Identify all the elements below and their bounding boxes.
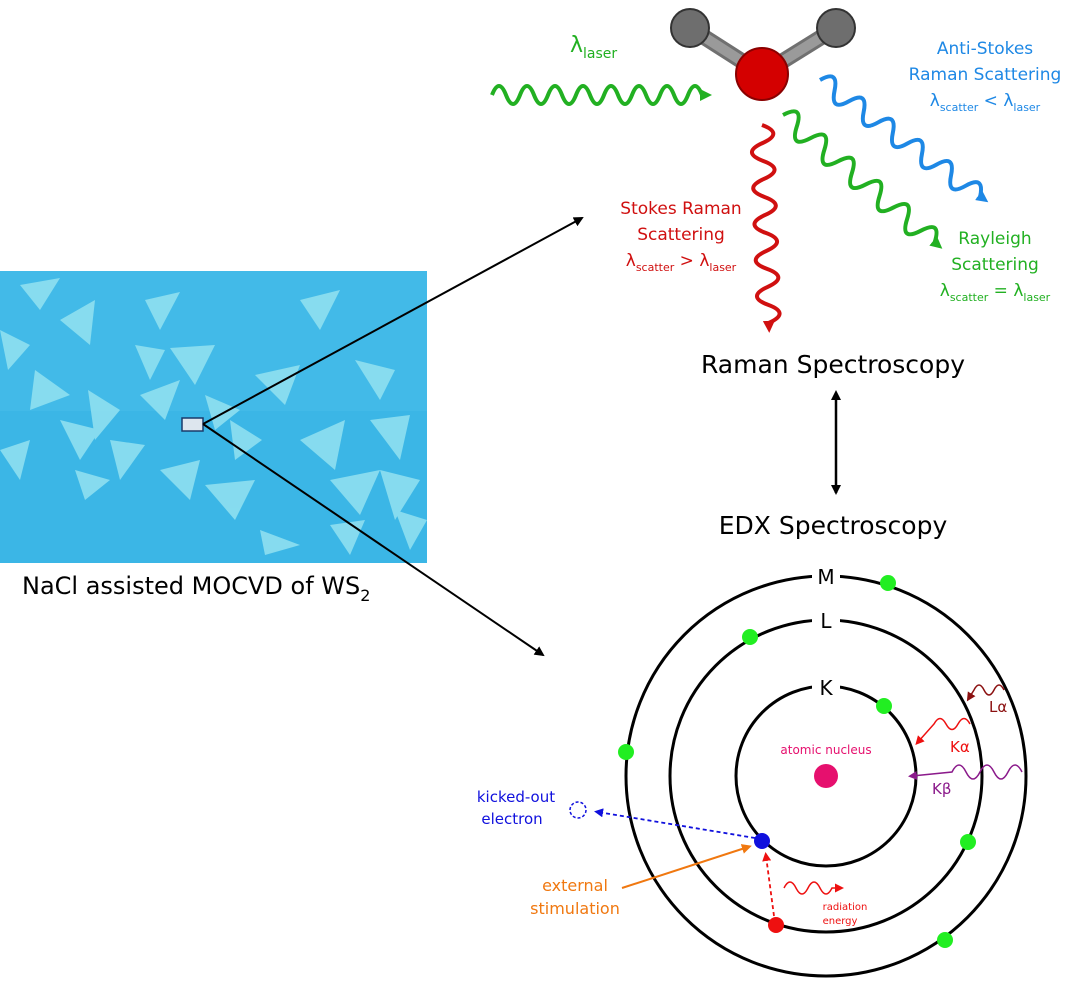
ws2-flakes (0, 278, 427, 555)
stokes-wave (750, 123, 782, 333)
radiation-line1: radiation (823, 902, 868, 913)
stokes-label: Stokes Raman Scattering λscatter > λlase… (620, 199, 741, 274)
stokes-line2: Scattering (637, 225, 725, 245)
stimulation-arrow (621, 844, 752, 889)
blue-electron (754, 833, 770, 849)
red-electron (768, 917, 784, 933)
image-caption: NaCl assisted MOCVD of WS2 (22, 572, 370, 605)
rayleigh-line2: Scattering (951, 255, 1039, 275)
laser-label: λlaser (570, 33, 617, 62)
rayleigh-label: Rayleigh Scattering λscatter = λlaser (940, 229, 1051, 304)
k-alpha-label: Kα (950, 738, 970, 756)
microscope-image (0, 271, 427, 563)
zoom-arrow-raman (202, 217, 584, 425)
k-alpha-squiggle (915, 717, 971, 745)
atomic-nucleus (814, 764, 838, 788)
electron (937, 932, 953, 948)
electron (618, 744, 634, 760)
k-beta-squiggle (908, 764, 1023, 780)
hydrogen-atom-right (816, 8, 856, 48)
transition-arrow (762, 852, 775, 917)
kicked-out-line2: electron (481, 810, 542, 828)
k-beta-label: Kβ (932, 780, 951, 798)
shell-l-label: L (820, 609, 832, 633)
ejection-arrow (594, 808, 756, 839)
hydrogen-atom-left (670, 8, 710, 48)
raman-title: Raman Spectroscopy (701, 350, 965, 379)
external-line1: external (542, 876, 608, 895)
radiation-line2: energy (823, 916, 858, 927)
anti-stokes-line2: Raman Scattering (909, 65, 1062, 85)
zoom-arrow-edx (202, 423, 545, 657)
anti-stokes-relation: λscatter < λlaser (930, 91, 1041, 114)
external-line2: stimulation (530, 899, 620, 918)
rayleigh-relation: λscatter = λlaser (940, 281, 1051, 304)
shell-m-label: M (817, 565, 834, 589)
atom-model: M L K atomic nucleus radiation energy Lα… (569, 562, 1028, 978)
l-alpha-label: Lα (989, 698, 1007, 716)
molecule (670, 8, 856, 101)
anti-stokes-wave (819, 74, 989, 203)
nucleus-label: atomic nucleus (780, 743, 871, 757)
kicked-out-line1: kicked-out (477, 788, 555, 806)
sample-region-marker (181, 417, 204, 432)
edx-title: EDX Spectroscopy (719, 511, 948, 540)
rayleigh-wave (782, 109, 943, 249)
radiation-squiggle (783, 881, 844, 895)
anti-stokes-line1: Anti-Stokes (937, 39, 1033, 59)
anti-stokes-label: Anti-Stokes Raman Scattering λscatter < … (909, 39, 1062, 114)
electron (876, 698, 892, 714)
electron (742, 629, 758, 645)
shell-k-label: K (819, 676, 833, 700)
l-alpha-squiggle (966, 684, 1005, 702)
kicked-out-electron (569, 801, 587, 819)
laser-wave (490, 84, 712, 106)
rayleigh-line1: Rayleigh (958, 229, 1031, 249)
stokes-line1: Stokes Raman (620, 199, 741, 219)
stokes-relation: λscatter > λlaser (626, 251, 737, 274)
electron (960, 834, 976, 850)
oxygen-atom (735, 47, 789, 101)
electron (880, 575, 896, 591)
